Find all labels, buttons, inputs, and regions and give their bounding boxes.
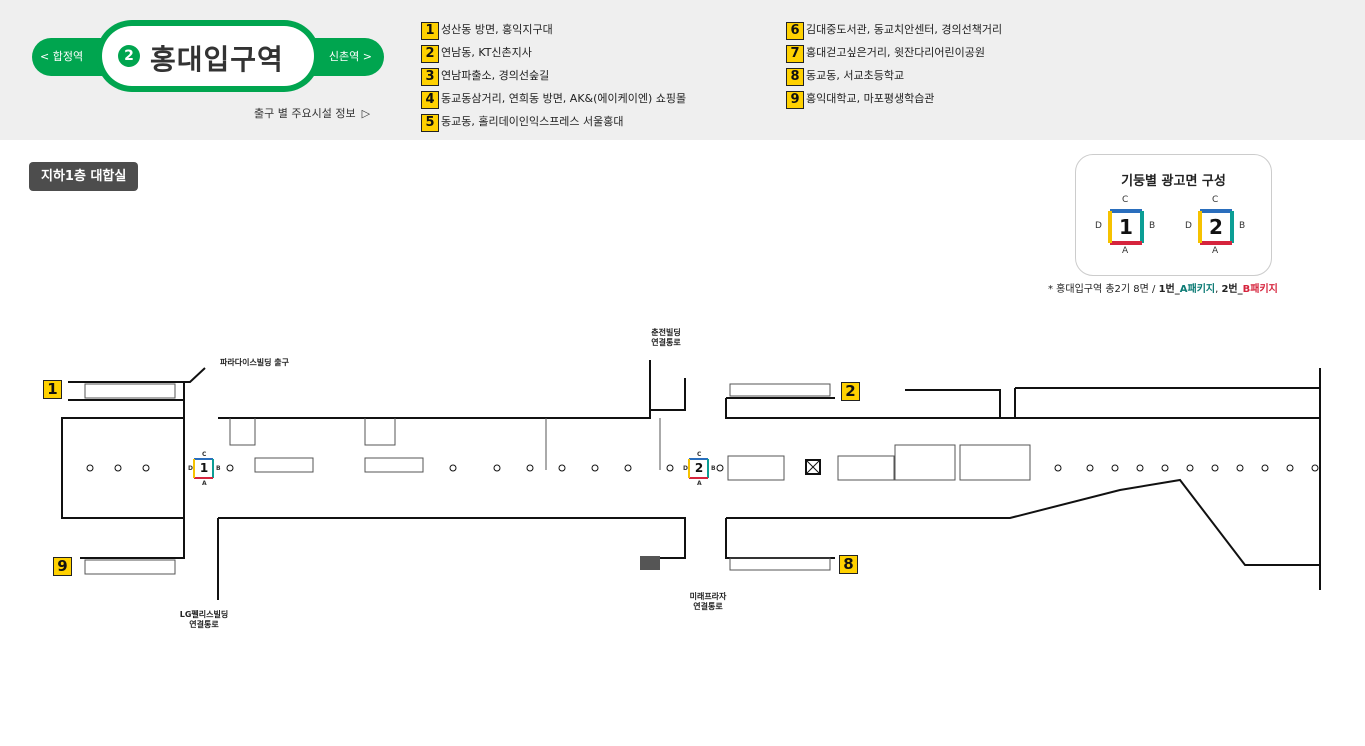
station-name: 홍대입구역 [150,43,284,76]
line-number-icon: 2 [118,45,140,67]
paradise-exit-label: 파라다이스빌딩 출구 [220,358,290,367]
exit-number-badge: 4 [421,91,439,109]
concourse-map: 1 2 8 9 파라다이스빌딩 출구 춘전빌딩 연결통로 LG펠리스빌딩 연결통… [0,300,1365,660]
station-badge: 2 홍대입구역 [96,20,320,92]
exit-info-link[interactable]: 출구 별 주요시설 정보▷ [254,107,371,120]
lg-passage-label: LG펠리스빌딩 연결통로 [179,610,229,629]
chunjeon-passage-label: 춘전빌딩 연결통로 [651,328,681,347]
map-pillar-2[interactable]: 2 [694,461,704,475]
legend-pillar-1: 1 [1108,209,1144,245]
legend-pillar-2: 2 [1198,209,1234,245]
floor-label: 지하1층 대합실 [29,162,139,191]
pillar-1-icon [1108,209,1144,245]
map-pillar-2-icon [688,458,709,479]
pillar-2-icon [1198,209,1234,245]
mirae-passage-label: 미래프라자 연결통로 [689,592,727,611]
floor-plan [61,360,1321,600]
pillar-legend: 기둥별 광고면 구성 1 C D B A 2 C D B A [1075,154,1272,276]
map-pillar-1[interactable]: 1 [199,461,209,475]
map-exit-2[interactable]: 2 [841,382,860,401]
exit-number-badge: 5 [421,114,439,132]
map-exit-8[interactable]: 8 [839,555,858,574]
map-exit-1[interactable]: 1 [43,380,62,399]
exit-number-badge: 9 [786,91,804,109]
legend-title: 기둥별 광고면 구성 [1121,174,1226,189]
exit-number-badge: 3 [421,68,439,86]
prev-station-button[interactable]: < 합정역 [40,50,84,63]
play-arrow-icon: ▷ [361,107,371,120]
legend-note: * 홍대입구역 총2기 8면 / 1번_A패키지, 2번_B패키지 [1048,284,1278,295]
exit-number-badge: 2 [421,45,439,63]
map-pillar-1-icon [193,458,214,479]
exit-number-badge: 6 [786,22,804,40]
exit-number-badge: 1 [421,22,439,40]
map-exit-9[interactable]: 9 [53,557,72,576]
next-station-button[interactable]: 신촌역 > [328,50,372,63]
exit-number-badge: 7 [786,45,804,63]
exit-number-badge: 8 [786,68,804,86]
